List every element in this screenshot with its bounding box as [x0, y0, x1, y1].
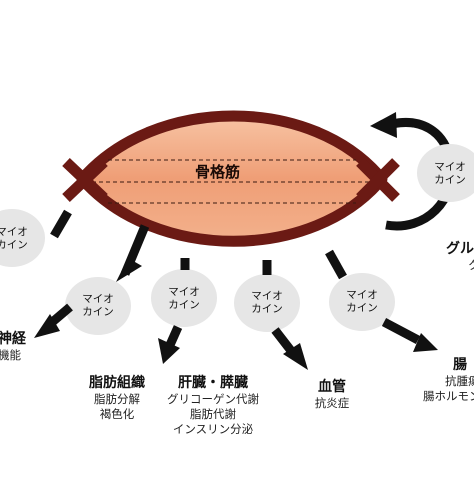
myokine-circle: [234, 274, 300, 332]
arrow-shaft-liver: [165, 325, 183, 347]
skeletal-muscle: [62, 110, 400, 247]
tendon-right: [356, 158, 400, 202]
arrow-heads: [34, 258, 438, 370]
myokine-circle: [329, 273, 395, 331]
target-liver-pancreas: 肝臓・膵臓 グリコーゲン代謝 脂肪代謝 インスリン分泌: [158, 374, 268, 437]
myokine-label: マイオカイン: [346, 289, 378, 314]
myokine-circle: [417, 144, 474, 202]
tendon-left: [62, 158, 108, 202]
myokine-label: マイオカイン: [434, 161, 466, 186]
myokine-circle: [151, 269, 217, 327]
circular-arrow-head: [370, 112, 397, 138]
target-liver-pancreas-title: 肝臓・膵臓: [178, 375, 248, 391]
target-fat-function: 脂肪分解: [94, 392, 140, 406]
myokine-circle: [0, 209, 45, 267]
arrow-shaft-gut: [325, 249, 347, 280]
target-fat: 脂肪組織 脂肪分解 褐色化: [78, 374, 156, 422]
arrow-shaft-vessel: [271, 327, 296, 355]
myokine-label: マイオカイン: [168, 286, 200, 311]
myokine-label: マイオカイン: [251, 290, 283, 315]
target-glucose-function: ク: [468, 258, 474, 272]
target-vessel-title: 血管: [318, 379, 346, 395]
arrow-shaft-gut: [381, 318, 421, 344]
target-liver-pancreas-function: インスリン分泌: [172, 422, 254, 436]
target-liver-pancreas-function: グリコーゲン代謝: [167, 392, 259, 406]
target-vessel-function: 抗炎症: [314, 396, 350, 410]
target-gut-function: 腸ホルモン: [423, 389, 474, 403]
target-nerve-function: 機能: [0, 348, 21, 362]
target-gut-function: 抗腫瘍: [445, 374, 474, 388]
target-fat-title: 脂肪組織: [89, 375, 145, 391]
target-gut: 腸 抗腫瘍 腸ホルモン: [423, 356, 474, 404]
arrow-head-nerve: [34, 314, 60, 338]
muscle-label: 骨格筋: [195, 163, 241, 181]
target-nerve-title: 神経: [0, 331, 26, 347]
myokine-label: マイオカイン: [0, 226, 28, 251]
myokine-label: マイオカイン: [82, 293, 114, 318]
target-nerve: 神経 機能: [0, 330, 26, 363]
arrow-head-liver: [158, 338, 180, 364]
target-liver-pancreas-function: 脂肪代謝: [190, 407, 236, 421]
target-glucose: グル ク: [446, 240, 474, 273]
arrow-head-gut: [413, 333, 438, 352]
arrow-shaft-nerve: [50, 209, 72, 239]
target-vessel: 血管 抗炎症: [300, 378, 364, 411]
target-fat-function: 褐色化: [99, 407, 135, 421]
arrow-head-fat: [116, 258, 142, 282]
target-glucose-title: グル: [446, 241, 474, 257]
myokine-circle: [65, 277, 131, 335]
target-gut-title: 腸: [453, 357, 467, 373]
myokine-circles: [0, 144, 474, 335]
arrow-head-vessel: [283, 343, 308, 370]
